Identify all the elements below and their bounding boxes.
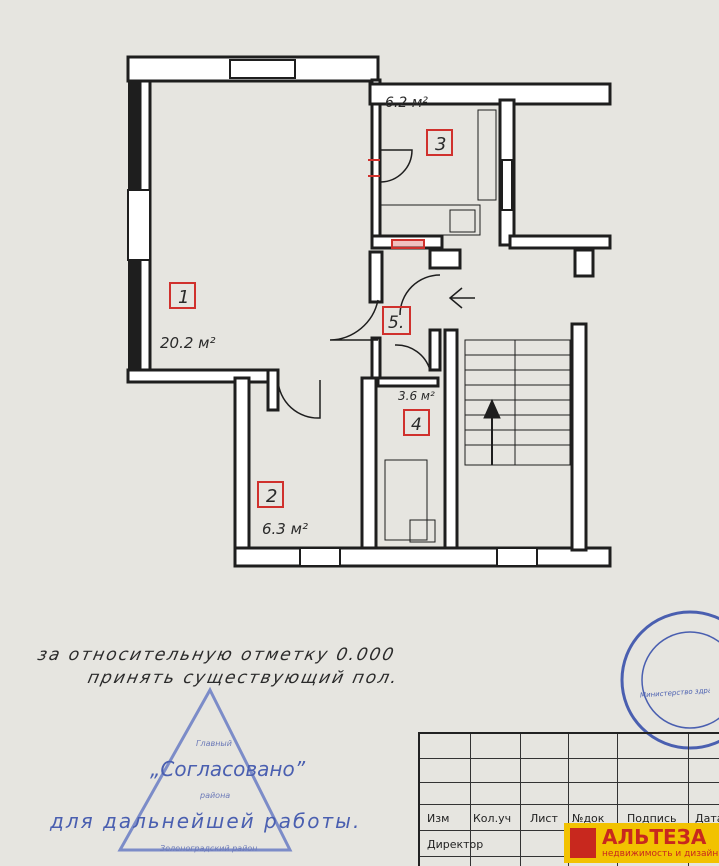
title-block-header: Дата	[695, 812, 719, 825]
title-block-header: Подпись	[627, 812, 677, 825]
logo-mark-icon	[570, 828, 596, 858]
logo-tagline: недвижимость и дизайн	[602, 849, 719, 859]
windows	[127, 59, 538, 567]
room-area: 3.6 м²	[398, 389, 435, 403]
title-block-header: Изм	[427, 812, 450, 825]
round-stamp	[620, 610, 719, 750]
room-area: 20.2 м²	[160, 334, 216, 352]
room-number: 2	[266, 486, 277, 507]
room-number: 1	[178, 287, 189, 308]
walls	[126, 55, 612, 568]
room-area: 6.2 м²	[385, 95, 428, 111]
fixtures	[379, 109, 497, 543]
room-markers	[169, 129, 453, 508]
stamp-text: Зеленоградский район	[160, 844, 258, 853]
stamp-text: района	[200, 791, 231, 800]
triangle-stamp	[117, 686, 293, 852]
handwritten-for-further-work: для дальнейшей работы.	[50, 809, 362, 833]
room-number: 3	[435, 134, 446, 155]
title-block: Изм Кол.уч Лист №док Подпись Дата Директ…	[418, 732, 719, 866]
stairs	[448, 287, 571, 466]
altesa-logo: АЛЬТЕЗА недвижимость и дизайн	[564, 823, 719, 863]
title-block-header: Лист	[530, 812, 558, 825]
note-line-2: принять существующий пол.	[85, 668, 401, 688]
stamp-text: Главный	[196, 739, 232, 748]
room-number: 4	[411, 415, 422, 435]
doors	[277, 149, 441, 419]
room-number: 5.	[388, 313, 404, 333]
note-line-1: за относительную отметку 0.000	[35, 645, 398, 665]
logo-name: АЛЬТЕЗА	[602, 825, 707, 849]
title-block-director: Директор	[427, 838, 484, 851]
title-block-header: №док	[572, 812, 605, 825]
title-block-header: Кол.уч	[473, 812, 512, 825]
room-labels: 1 20.2 м² 2 6.3 м² 3 6.2 м² 4 3.6 м² 5.	[160, 95, 446, 538]
handwritten-approved: „Согласовано”	[150, 757, 306, 781]
room-area: 6.3 м²	[262, 520, 308, 538]
